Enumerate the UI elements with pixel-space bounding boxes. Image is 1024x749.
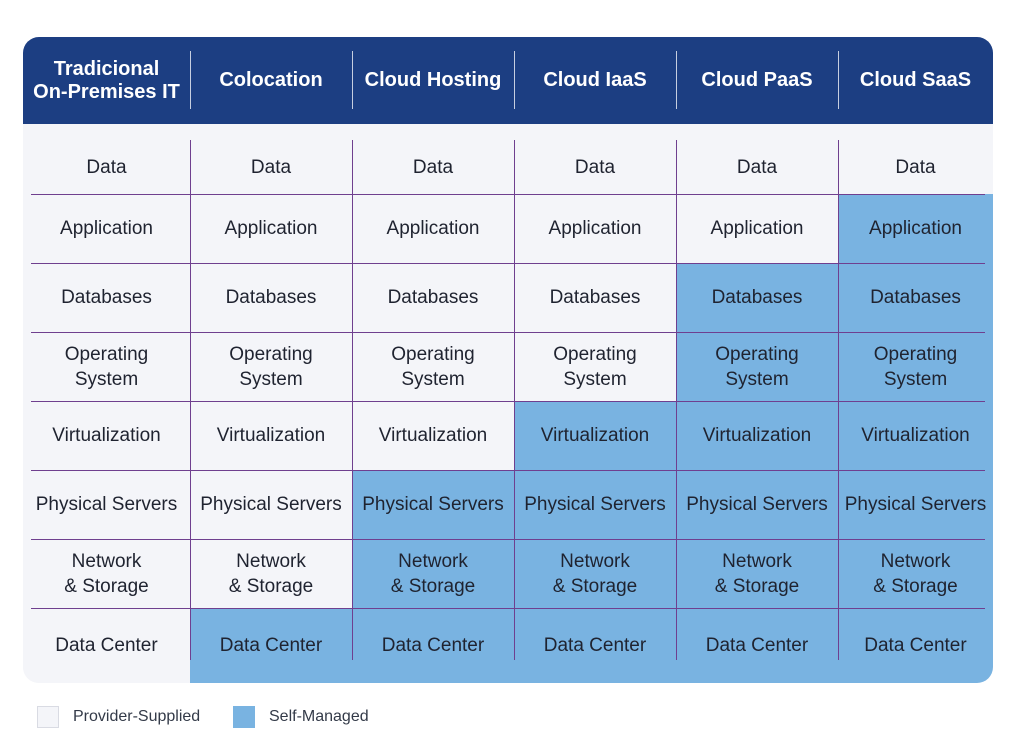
table-header: Tradicional On-Premises IT Colocation Clou…	[23, 37, 993, 124]
row-divider	[31, 332, 985, 333]
column-divider	[838, 140, 839, 660]
cell-cloud-hosting-data-center: Data Center	[352, 608, 514, 683]
cell-cloud-saas-physical-servers: Physical Servers	[838, 470, 993, 539]
cell-cloud-iaas-operating-system: Operating System	[514, 332, 676, 401]
header-separator	[514, 51, 515, 109]
cell-cloud-paas-application: Application	[676, 194, 838, 263]
header-separator	[838, 51, 839, 109]
cell-colocation-physical-servers: Physical Servers	[190, 470, 352, 539]
column-header-cloud-paas: Cloud PaaS	[701, 69, 813, 91]
cell-colocation-application: Application	[190, 194, 352, 263]
cell-cloud-hosting-operating-system: Operating System	[352, 332, 514, 401]
cell-cloud-paas-databases: Databases	[676, 263, 838, 332]
cell-cloud-hosting-application: Application	[352, 194, 514, 263]
cell-cloud-saas-operating-system: Operating System	[838, 332, 993, 401]
cell-traditional-on-premises-it-operating-system: Operating System	[23, 332, 190, 401]
legend-provider-supplied: Provider-Supplied	[37, 706, 200, 728]
cell-cloud-saas-virtualization: Virtualization	[838, 401, 993, 470]
header-separator	[676, 51, 677, 109]
column-divider	[190, 140, 191, 660]
row-divider	[31, 608, 985, 609]
row-divider	[31, 194, 985, 195]
cell-colocation-operating-system: Operating System	[190, 332, 352, 401]
self-managed-label: Self-Managed	[269, 708, 369, 725]
column-divider	[352, 140, 353, 660]
cell-cloud-iaas-data: Data	[514, 140, 676, 194]
legend-self-managed: Self-Managed	[233, 706, 369, 728]
cell-cloud-saas-databases: Databases	[838, 263, 993, 332]
cell-cloud-iaas-databases: Databases	[514, 263, 676, 332]
cell-cloud-iaas-network-storage: Network & Storage	[514, 539, 676, 608]
cell-cloud-iaas-physical-servers: Physical Servers	[514, 470, 676, 539]
cell-cloud-hosting-network-storage: Network & Storage	[352, 539, 514, 608]
cell-cloud-iaas-virtualization: Virtualization	[514, 401, 676, 470]
cell-colocation-data-center: Data Center	[190, 608, 352, 683]
cell-cloud-paas-data-center: Data Center	[676, 608, 838, 683]
row-divider	[31, 263, 985, 264]
cell-cloud-paas-operating-system: Operating System	[676, 332, 838, 401]
cell-colocation-virtualization: Virtualization	[190, 401, 352, 470]
row-divider	[31, 401, 985, 402]
cell-cloud-saas-application: Application	[838, 194, 993, 263]
cell-cloud-paas-data: Data	[676, 140, 838, 194]
cell-cloud-saas-data: Data	[838, 140, 993, 194]
cell-cloud-hosting-databases: Databases	[352, 263, 514, 332]
cell-traditional-on-premises-it-physical-servers: Physical Servers	[23, 470, 190, 539]
provider-supplied-swatch	[37, 706, 59, 728]
cell-traditional-on-premises-it-data-center: Data Center	[23, 608, 190, 683]
cell-cloud-iaas-data-center: Data Center	[514, 608, 676, 683]
cell-cloud-paas-network-storage: Network & Storage	[676, 539, 838, 608]
row-divider	[31, 539, 985, 540]
cell-traditional-on-premises-it-application: Application	[23, 194, 190, 263]
cell-cloud-saas-data-center: Data Center	[838, 608, 993, 683]
cell-colocation-network-storage: Network & Storage	[190, 539, 352, 608]
header-separator	[190, 51, 191, 109]
cell-traditional-on-premises-it-virtualization: Virtualization	[23, 401, 190, 470]
cell-traditional-on-premises-it-data: Data	[23, 140, 190, 194]
column-header-cloud-iaas: Cloud IaaS	[543, 69, 647, 91]
header-separator	[352, 51, 353, 109]
column-divider	[676, 140, 677, 660]
cell-cloud-hosting-data: Data	[352, 140, 514, 194]
cell-traditional-on-premises-it-network-storage: Network & Storage	[23, 539, 190, 608]
cell-cloud-iaas-application: Application	[514, 194, 676, 263]
cell-cloud-saas-network-storage: Network & Storage	[838, 539, 993, 608]
column-divider	[514, 140, 515, 660]
row-divider	[31, 470, 985, 471]
cell-cloud-hosting-virtualization: Virtualization	[352, 401, 514, 470]
cell-traditional-on-premises-it-databases: Databases	[23, 263, 190, 332]
cell-cloud-paas-physical-servers: Physical Servers	[676, 470, 838, 539]
column-header-traditional-on-premises-it: Tradicional On-Premises IT	[33, 57, 180, 103]
cloud-models-table: Tradicional On-Premises IT Colocation Clou…	[23, 37, 993, 683]
cell-cloud-hosting-physical-servers: Physical Servers	[352, 470, 514, 539]
provider-supplied-label: Provider-Supplied	[73, 708, 201, 725]
column-header-colocation: Colocation	[219, 69, 323, 91]
cell-colocation-data: Data	[190, 140, 352, 194]
self-managed-swatch	[233, 706, 255, 728]
column-header-cloud-saas: Cloud SaaS	[859, 69, 972, 91]
cell-colocation-databases: Databases	[190, 263, 352, 332]
column-header-cloud-hosting: Cloud Hosting	[364, 69, 502, 91]
cell-cloud-paas-virtualization: Virtualization	[676, 401, 838, 470]
